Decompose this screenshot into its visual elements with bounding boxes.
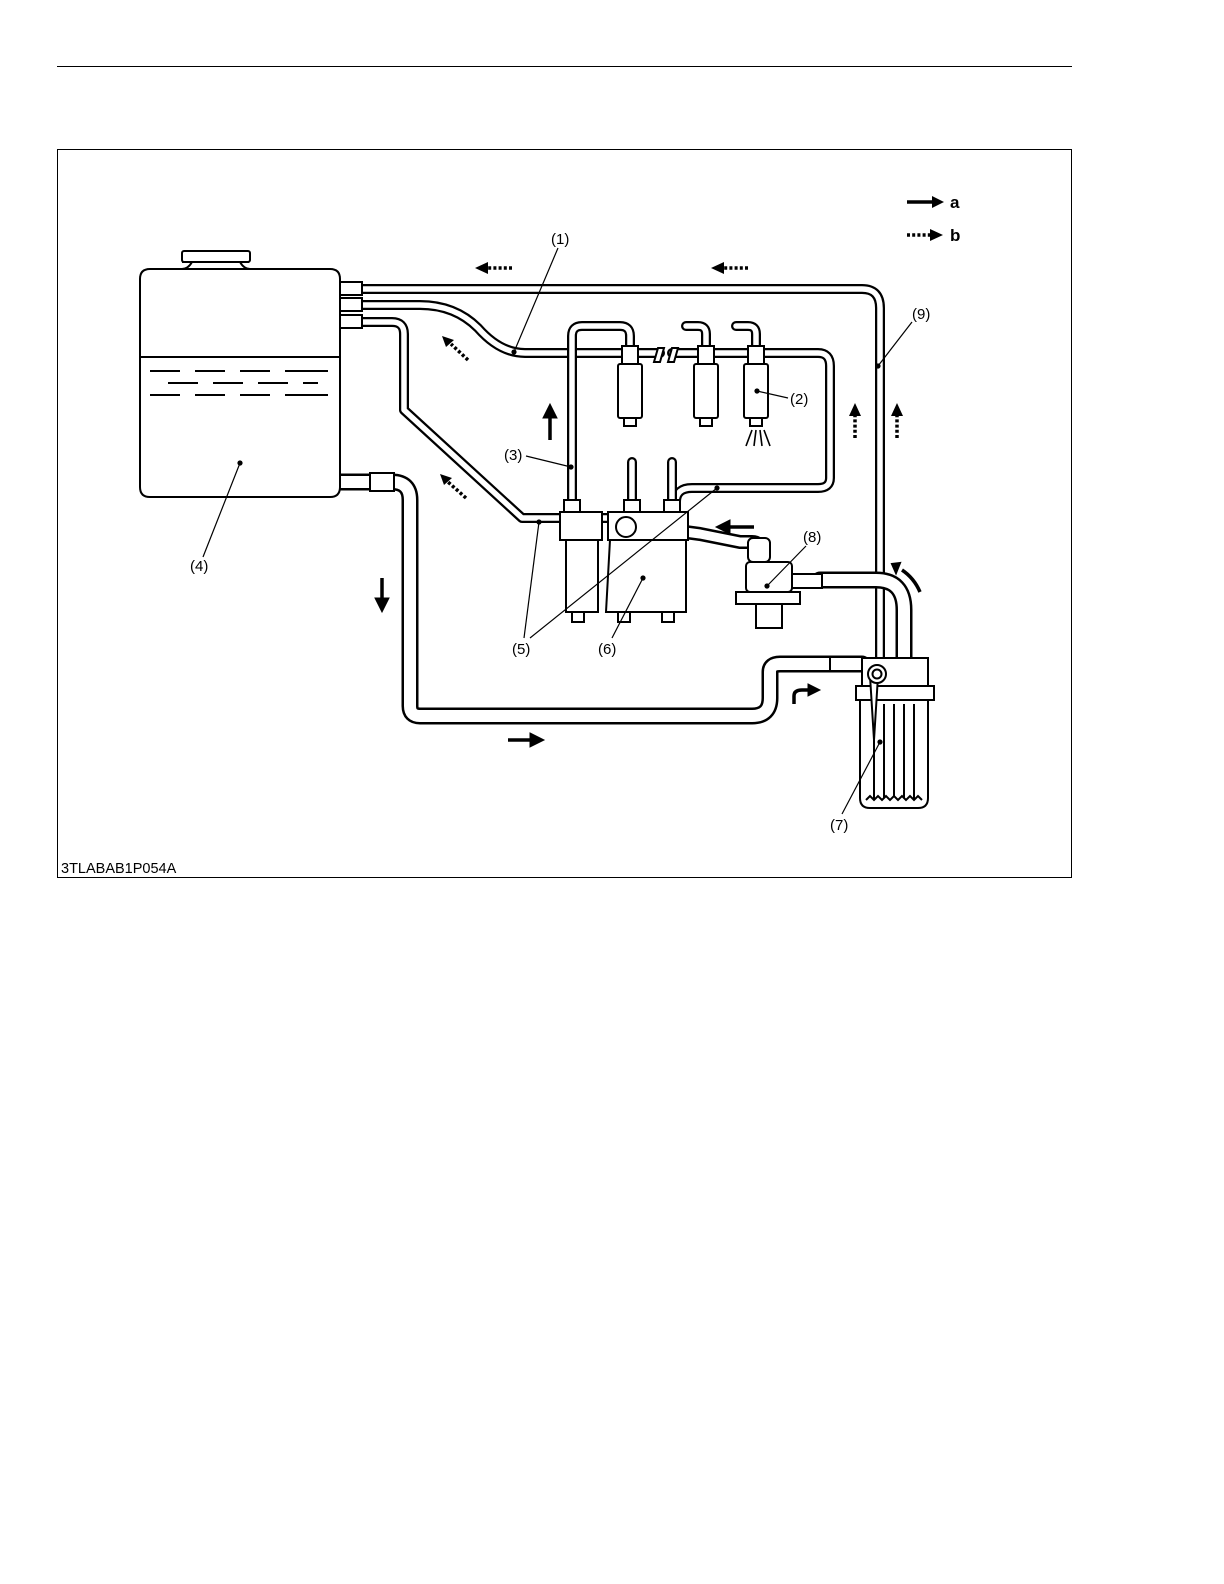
arrow-diag-overflow bbox=[442, 336, 468, 360]
arrow-down-supply bbox=[375, 578, 389, 612]
legend-solid-head bbox=[932, 196, 944, 208]
arrow-up-return-9 bbox=[891, 403, 903, 438]
arrow-right-supply bbox=[508, 733, 544, 747]
arrow-left-return-1 bbox=[475, 262, 512, 274]
spray-lines bbox=[746, 430, 770, 446]
feed-pump bbox=[736, 538, 822, 628]
legend-b-key: b bbox=[950, 226, 960, 245]
arrow-diag-pump-return bbox=[440, 474, 466, 498]
fuel-tank bbox=[140, 251, 394, 497]
callout-1: (1) bbox=[551, 231, 569, 248]
legend-a-key: a bbox=[950, 193, 960, 212]
callout-7: (7) bbox=[830, 817, 848, 834]
callout-6: (6) bbox=[598, 641, 616, 658]
arrow-up-gallery bbox=[849, 403, 861, 438]
arrow-up-injection bbox=[543, 404, 557, 440]
legend: a b bbox=[907, 193, 960, 245]
fuel-filter bbox=[830, 657, 934, 808]
callout-8: (8) bbox=[803, 529, 821, 546]
callout-2: (2) bbox=[790, 391, 808, 408]
callout-9: (9) bbox=[912, 306, 930, 323]
callout-3: (3) bbox=[504, 447, 522, 464]
callout-4: (4) bbox=[190, 558, 208, 575]
figure-code: 3TLABAB1P054A bbox=[61, 861, 177, 877]
callout-5: (5) bbox=[512, 641, 530, 658]
legend-dashed-head bbox=[930, 229, 943, 241]
arrow-left-return-2 bbox=[711, 262, 748, 274]
injection-pump bbox=[560, 500, 688, 622]
filter-to-feedpump-pipe bbox=[820, 580, 904, 662]
arrow-curve-to-filter bbox=[794, 684, 820, 704]
